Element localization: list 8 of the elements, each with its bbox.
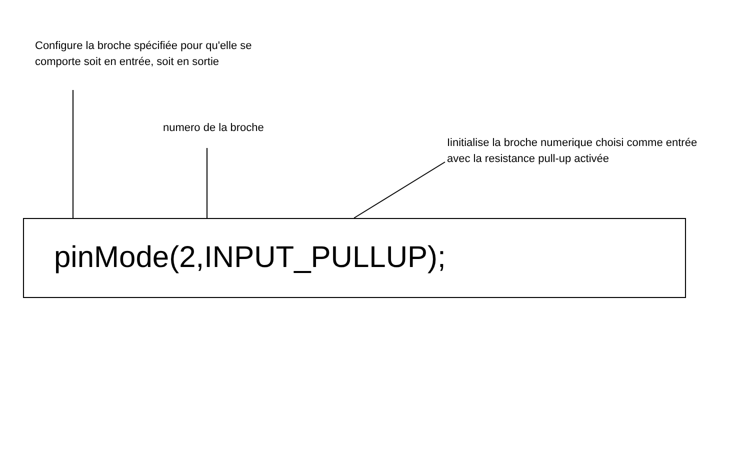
leader-line <box>72 90 74 218</box>
leader-line <box>206 148 208 218</box>
code-line: pinMode(2,INPUT_PULLUP); <box>54 241 446 275</box>
annotation-text: Iinitialise la broche numerique choisi comme entrée avec la resistance pull-up activée <box>447 135 702 167</box>
annotation-text: numero de la broche <box>163 120 323 136</box>
leader-line <box>354 162 446 218</box>
code-box <box>23 218 686 298</box>
annotation-text: Configure la broche spécifiée pour qu'elle se comporte soit en entrée, soit en sortie <box>35 38 257 70</box>
